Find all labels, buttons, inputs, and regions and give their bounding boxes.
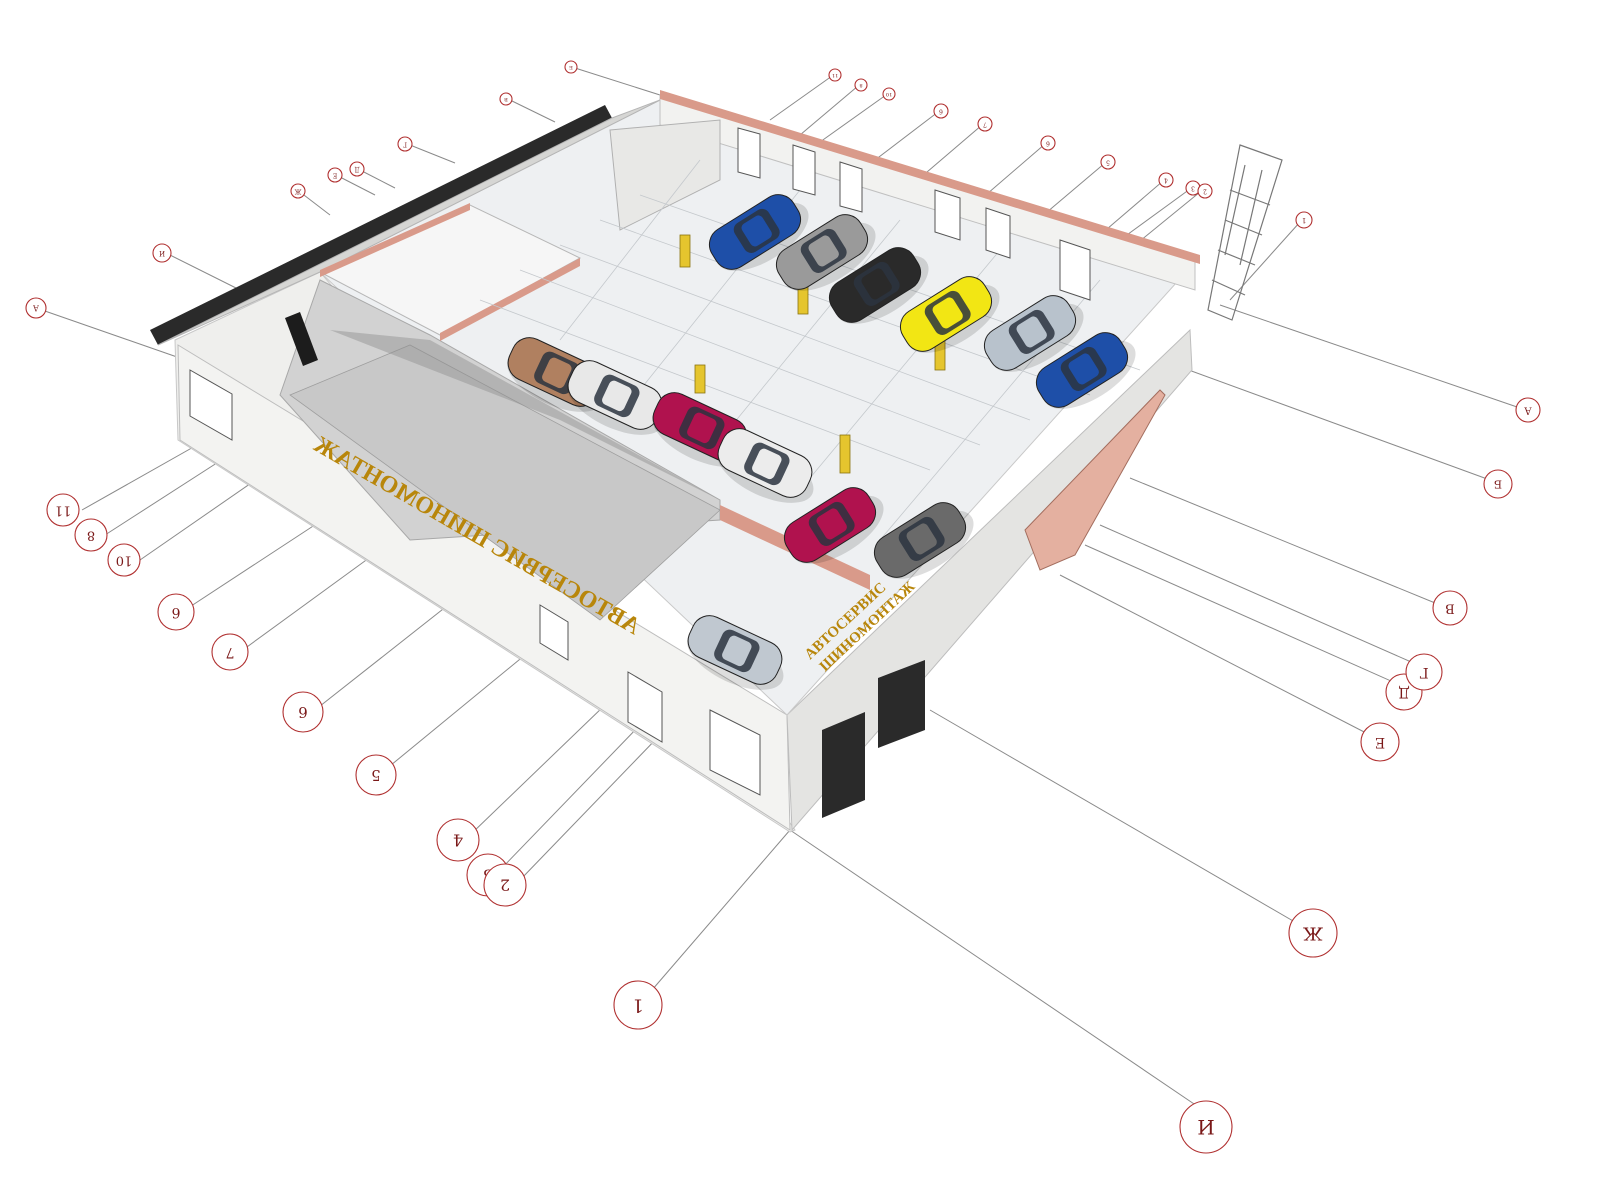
brick-partition-1 (320, 203, 470, 277)
axis-bubble: 1 (613, 980, 663, 1030)
axis-bubble: И (1179, 1100, 1233, 1154)
svg-text:И: И (1197, 1115, 1214, 1139)
svg-text:3: 3 (1191, 185, 1195, 192)
staircase-room (609, 119, 721, 231)
svg-text:5: 5 (1106, 159, 1110, 166)
axis-bubble: Г (397, 136, 413, 152)
car (567, 360, 664, 435)
axis-leader-lines (41, 67, 1521, 1109)
brick-ramp-walls (1024, 389, 1166, 571)
car (828, 247, 929, 324)
axis-bubble: Е (1360, 722, 1400, 762)
axis-bubble: 6 (282, 691, 324, 733)
roof-edge (150, 105, 612, 345)
svg-text:2: 2 (500, 876, 510, 895)
axis-bubble: 7 (211, 633, 249, 671)
axis-bubble: 11 (828, 68, 842, 82)
svg-text:Б: Б (1494, 478, 1502, 491)
car (783, 487, 884, 564)
axis-bubble: 11 (46, 493, 80, 527)
axis-bubble: В (1432, 590, 1468, 626)
axis-bubble: Е (327, 167, 343, 183)
svg-text:5: 5 (371, 766, 381, 784)
axis-bubble: Б (564, 60, 578, 74)
axis-bubble: 5 (355, 754, 397, 796)
car (983, 295, 1084, 372)
svg-text:А: А (1524, 405, 1532, 416)
svg-text:7: 7 (983, 121, 987, 128)
car (775, 214, 876, 291)
axis-bubble: 6 (1040, 135, 1056, 151)
svg-text:Е: Е (1375, 734, 1385, 750)
axis-bubble: 10 (882, 87, 896, 101)
axis-bubble: 4 (436, 818, 480, 862)
svg-text:7: 7 (226, 644, 235, 660)
axis-bubble: 4 (1158, 172, 1174, 188)
svg-text:Д: Д (1398, 684, 1409, 700)
west-door (285, 312, 318, 366)
car (687, 615, 784, 690)
cars-layer (507, 194, 1136, 690)
axis-bubble: А (25, 297, 47, 319)
ne-windows (737, 127, 1091, 301)
svg-text:6: 6 (298, 703, 308, 721)
axis-bubble: В (499, 92, 513, 106)
building (150, 90, 1283, 833)
svg-text:Г: Г (403, 141, 407, 148)
axis-bubble: Ж (290, 183, 306, 199)
svg-text:1: 1 (1302, 216, 1306, 224)
axis-bubble: 6 (157, 593, 195, 631)
svg-text:А: А (33, 304, 39, 313)
axis-bubble: 1 (1295, 211, 1313, 229)
axis-bubble: А (1515, 397, 1541, 423)
svg-text:В: В (504, 96, 508, 102)
brick-cap-ne (660, 90, 1200, 264)
svg-text:6: 6 (939, 108, 943, 115)
svg-text:Г: Г (1419, 664, 1428, 680)
axis-bubble: 7 (977, 116, 993, 132)
axis-bubble: Д (349, 161, 365, 177)
svg-text:6: 6 (171, 604, 180, 620)
svg-text:4: 4 (453, 831, 463, 850)
axis-bubble: 10 (107, 543, 141, 577)
svg-text:8: 8 (87, 528, 95, 543)
se-doors (822, 660, 925, 818)
axis-bubble: 8 (854, 78, 868, 92)
fire-escape-ladder (1207, 144, 1283, 321)
axis-bubble: 2 (483, 863, 527, 907)
svg-text:Б: Б (569, 64, 573, 70)
car (717, 428, 814, 503)
svg-text:4: 4 (1164, 177, 1168, 184)
axis-bubble: 5 (1100, 154, 1116, 170)
axis-bubble: Ж (1288, 908, 1338, 958)
axis-bubble: 6 (933, 103, 949, 119)
svg-text:10: 10 (886, 91, 892, 97)
axis-bubble: 8 (74, 518, 108, 552)
svg-text:11: 11 (832, 72, 838, 78)
svg-text:8: 8 (859, 82, 862, 88)
svg-text:Д: Д (354, 166, 359, 173)
svg-text:11: 11 (55, 503, 72, 518)
axis-bubble: Г (1405, 653, 1443, 691)
axis-bubble: И (152, 243, 172, 263)
svg-text:Ж: Ж (294, 188, 301, 195)
car (1035, 332, 1136, 409)
car (873, 502, 974, 579)
svg-text:2: 2 (1203, 188, 1207, 195)
axis-bubble: Б (1483, 469, 1513, 499)
axis-bubble: 2 (1197, 183, 1213, 199)
svg-text:Е: Е (333, 172, 337, 179)
svg-text:1: 1 (632, 995, 643, 1016)
axis-bubbles: 11 8 10 6 7 6 5 4 3 2 1 И Ж Е Д Г В Б А … (25, 60, 1541, 1154)
svg-text:Ж: Ж (1302, 923, 1323, 944)
svg-text:И: И (159, 249, 165, 257)
car (708, 194, 809, 271)
svg-text:6: 6 (1046, 140, 1050, 147)
west-windows (189, 369, 761, 796)
svg-text:В: В (1445, 601, 1455, 616)
car (899, 276, 1000, 353)
brick-partition-2 (440, 258, 580, 341)
svg-text:10: 10 (116, 553, 133, 568)
